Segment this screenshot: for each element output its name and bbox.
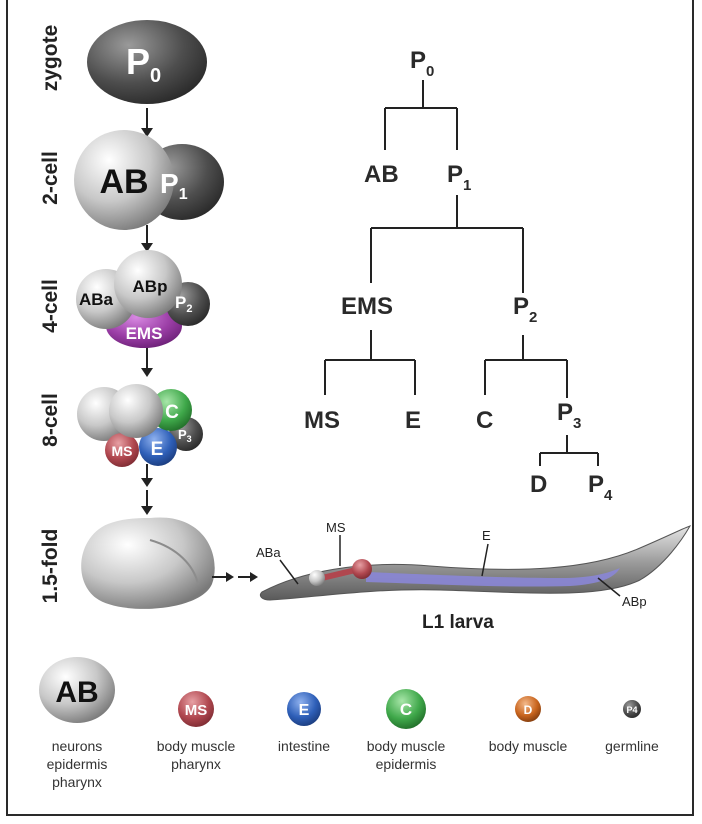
tree-node-p3: P3 <box>557 399 581 432</box>
stage-label-8-cell: 8-cell <box>39 393 62 447</box>
legend-c-line-2: epidermis <box>376 756 437 772</box>
larva-label-ms: MS <box>326 520 346 535</box>
stage-arrows <box>141 108 153 515</box>
eight-cell-p3-label: P3 <box>178 427 192 444</box>
tree-node-p4: P4 <box>588 471 613 504</box>
legend-p4-symbol: P4 <box>626 705 637 715</box>
tree-node-ab: AB <box>364 161 399 188</box>
tree-node-ms: MS <box>304 407 340 434</box>
larva-label-leaders <box>279 535 621 597</box>
tree-node-ems: EMS <box>341 293 393 320</box>
four-cell-aba-label: ABa <box>79 290 114 309</box>
legend-p4: P4 germline <box>605 700 659 754</box>
stage-label-zygote: zygote <box>39 25 62 92</box>
tree-node-p2: P2 <box>513 293 537 326</box>
eight-cell-e-label: E <box>151 439 164 460</box>
stage-label-4-cell: 4-cell <box>39 279 62 333</box>
tree-node-p0: P0 <box>410 47 434 80</box>
legend-d: D body muscle <box>489 696 568 754</box>
larva-label-abp: ABp <box>622 594 647 609</box>
legend-c: C body muscle epidermis <box>367 689 446 772</box>
two-cell-ab-label: AB <box>99 163 148 201</box>
tree-node-d: D <box>530 471 547 498</box>
zygote-embryo: P0 <box>87 20 207 104</box>
zygote-p0-label: P0 <box>126 41 161 87</box>
legend-ms: MS body muscle pharynx <box>157 691 236 772</box>
legend-ab-line-1: neurons <box>52 738 103 754</box>
tree-node-c: C <box>476 407 493 434</box>
stage-label-2-cell: 2-cell <box>39 151 62 205</box>
four-cell-embryo: ABa ABp P2 EMS <box>76 250 210 348</box>
legend-ab-line-2: epidermis <box>47 756 108 772</box>
l1-larva <box>259 525 692 601</box>
legend-p4-line-1: germline <box>605 738 659 754</box>
stage-label-1.5-fold: 1.5-fold <box>39 529 62 604</box>
four-cell-ems-label: EMS <box>126 324 163 343</box>
eight-cell-embryo: C MS E P3 <box>77 384 203 467</box>
legend-ms-line-1: body muscle <box>157 738 236 754</box>
larva-label-e: E <box>482 528 491 543</box>
fold-to-larva-arrows <box>212 572 258 582</box>
fold-embryo <box>81 517 215 609</box>
figure-frame <box>6 0 694 816</box>
legend-ab-line-3: pharynx <box>52 774 102 790</box>
legend-ms-symbol: MS <box>185 702 208 719</box>
tree-node-e: E <box>405 407 421 434</box>
four-cell-abp-label: ABp <box>133 277 168 296</box>
legend-ab: AB neurons epidermis pharynx <box>39 657 115 790</box>
tree-node-p1: P1 <box>447 161 471 194</box>
lineage-tree-lines <box>324 80 599 466</box>
legend-e: E intestine <box>278 692 330 754</box>
legend-e-symbol: E <box>299 702 310 719</box>
legend-ab-symbol: AB <box>55 676 98 709</box>
larva-title: L1 larva <box>422 612 494 633</box>
legend-c-line-1: body muscle <box>367 738 446 754</box>
legend-d-line-1: body muscle <box>489 738 568 754</box>
larva-label-aba: ABa <box>256 545 281 560</box>
legend-ms-line-2: pharynx <box>171 756 221 772</box>
two-cell-embryo: AB P1 <box>74 130 224 230</box>
eight-cell-c-label: C <box>165 402 179 423</box>
two-cell-p1-label: P1 <box>160 168 188 203</box>
legend-c-symbol: C <box>400 700 412 719</box>
four-cell-p2-label: P2 <box>175 293 192 315</box>
legend-e-line-1: intestine <box>278 738 330 754</box>
legend-d-symbol: D <box>524 703 533 717</box>
eight-cell-ms-label: MS <box>112 443 133 459</box>
